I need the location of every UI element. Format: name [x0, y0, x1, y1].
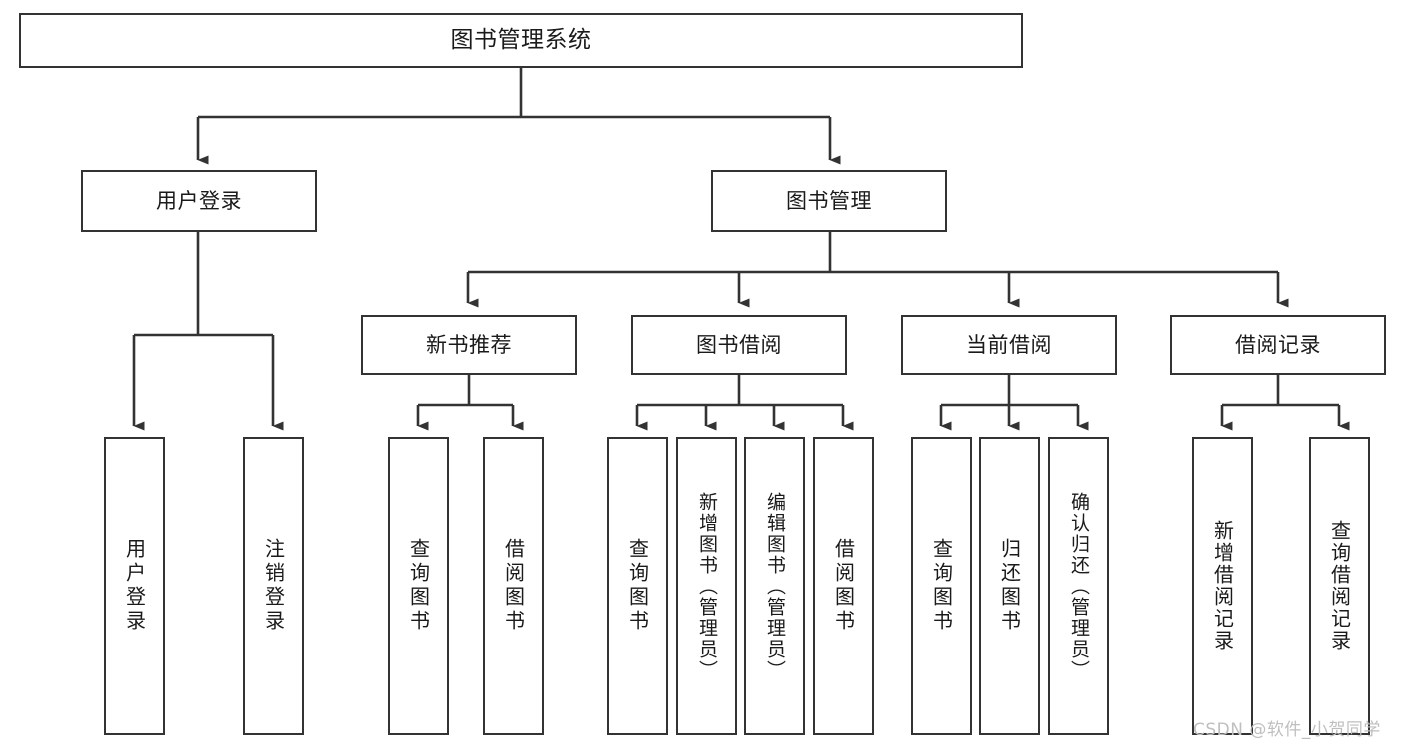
node-book-manage-label: 图书管理	[786, 188, 872, 213]
node-leaf-logout[interactable]: 注销登录	[243, 437, 304, 735]
node-leaf-add-record[interactable]: 新增借阅记录	[1192, 437, 1253, 735]
node-leaf-return-book-label: 归还图书	[997, 538, 1022, 634]
node-leaf-query-book-2[interactable]: 查询图书	[607, 437, 668, 735]
node-leaf-edit-book-label: 编辑图书（管理员）	[764, 491, 786, 681]
node-borrow-record-label: 借阅记录	[1235, 332, 1321, 357]
node-book-borrow[interactable]: 图书借阅	[631, 315, 847, 375]
node-current-borrow-label: 当前借阅	[966, 332, 1052, 357]
node-leaf-add-record-label: 新增借阅记录	[1210, 520, 1235, 652]
node-leaf-borrow-book-2[interactable]: 借阅图书	[813, 437, 874, 735]
node-borrow-record[interactable]: 借阅记录	[1170, 315, 1386, 375]
node-current-borrow[interactable]: 当前借阅	[901, 315, 1117, 375]
node-leaf-borrow-book-1-label: 借阅图书	[501, 538, 526, 634]
node-leaf-query-book-3[interactable]: 查询图书	[911, 437, 972, 735]
node-leaf-query-book-2-label: 查询图书	[625, 538, 650, 634]
node-leaf-add-book-label: 新增图书（管理员）	[696, 491, 718, 681]
csdn-watermark: CSDN @软件_小贺同学	[1193, 720, 1381, 740]
node-leaf-return-book[interactable]: 归还图书	[979, 437, 1040, 735]
node-leaf-edit-book[interactable]: 编辑图书（管理员）	[744, 437, 805, 735]
node-leaf-add-book[interactable]: 新增图书（管理员）	[676, 437, 737, 735]
node-leaf-logout-label: 注销登录	[261, 538, 286, 634]
node-leaf-user-login[interactable]: 用户登录	[104, 437, 165, 735]
node-leaf-query-book-1-label: 查询图书	[406, 538, 431, 634]
node-user-login[interactable]: 用户登录	[81, 170, 317, 232]
node-book-manage[interactable]: 图书管理	[711, 170, 947, 232]
node-leaf-user-login-label: 用户登录	[122, 538, 147, 634]
node-leaf-borrow-book-1[interactable]: 借阅图书	[483, 437, 544, 735]
node-root[interactable]: 图书管理系统	[19, 13, 1023, 68]
node-new-book-recommend[interactable]: 新书推荐	[361, 315, 577, 375]
node-leaf-confirm-return-label: 确认归还（管理员）	[1068, 491, 1090, 681]
node-book-borrow-label: 图书借阅	[696, 332, 782, 357]
node-new-book-recommend-label: 新书推荐	[426, 332, 512, 357]
node-leaf-query-record-label: 查询借阅记录	[1327, 520, 1352, 652]
node-leaf-borrow-book-2-label: 借阅图书	[831, 538, 856, 634]
node-leaf-confirm-return[interactable]: 确认归还（管理员）	[1048, 437, 1109, 735]
node-root-label: 图书管理系统	[450, 27, 592, 54]
node-leaf-query-book-1[interactable]: 查询图书	[388, 437, 449, 735]
node-leaf-query-record[interactable]: 查询借阅记录	[1309, 437, 1370, 735]
node-user-login-label: 用户登录	[156, 188, 242, 213]
node-leaf-query-book-3-label: 查询图书	[929, 538, 954, 634]
